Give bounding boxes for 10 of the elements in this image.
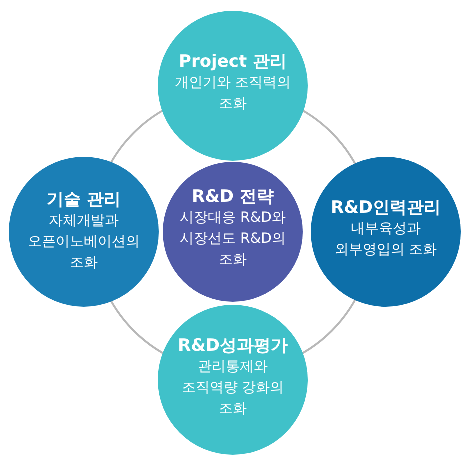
node-description: 개인기와 조직력의 조화 [174,74,292,114]
node-title: R&D성과평가 [176,335,290,357]
node-title: R&D인력관리 [330,197,442,219]
node-description: 시장대응 R&D와 시장선도 R&D의 조화 [179,209,287,270]
node-title: 기술 관리 [46,189,122,211]
node-title: Project 관리 [178,51,288,73]
node-title: R&D 전략 [191,186,275,208]
node-description: 내부육성과 외부영입의 조화 [334,220,438,260]
node-description: 자체개발과 오픈이노베이션의 조화 [27,212,141,273]
node-description: 관리통제와 조직역량 강화의 조화 [180,358,286,419]
